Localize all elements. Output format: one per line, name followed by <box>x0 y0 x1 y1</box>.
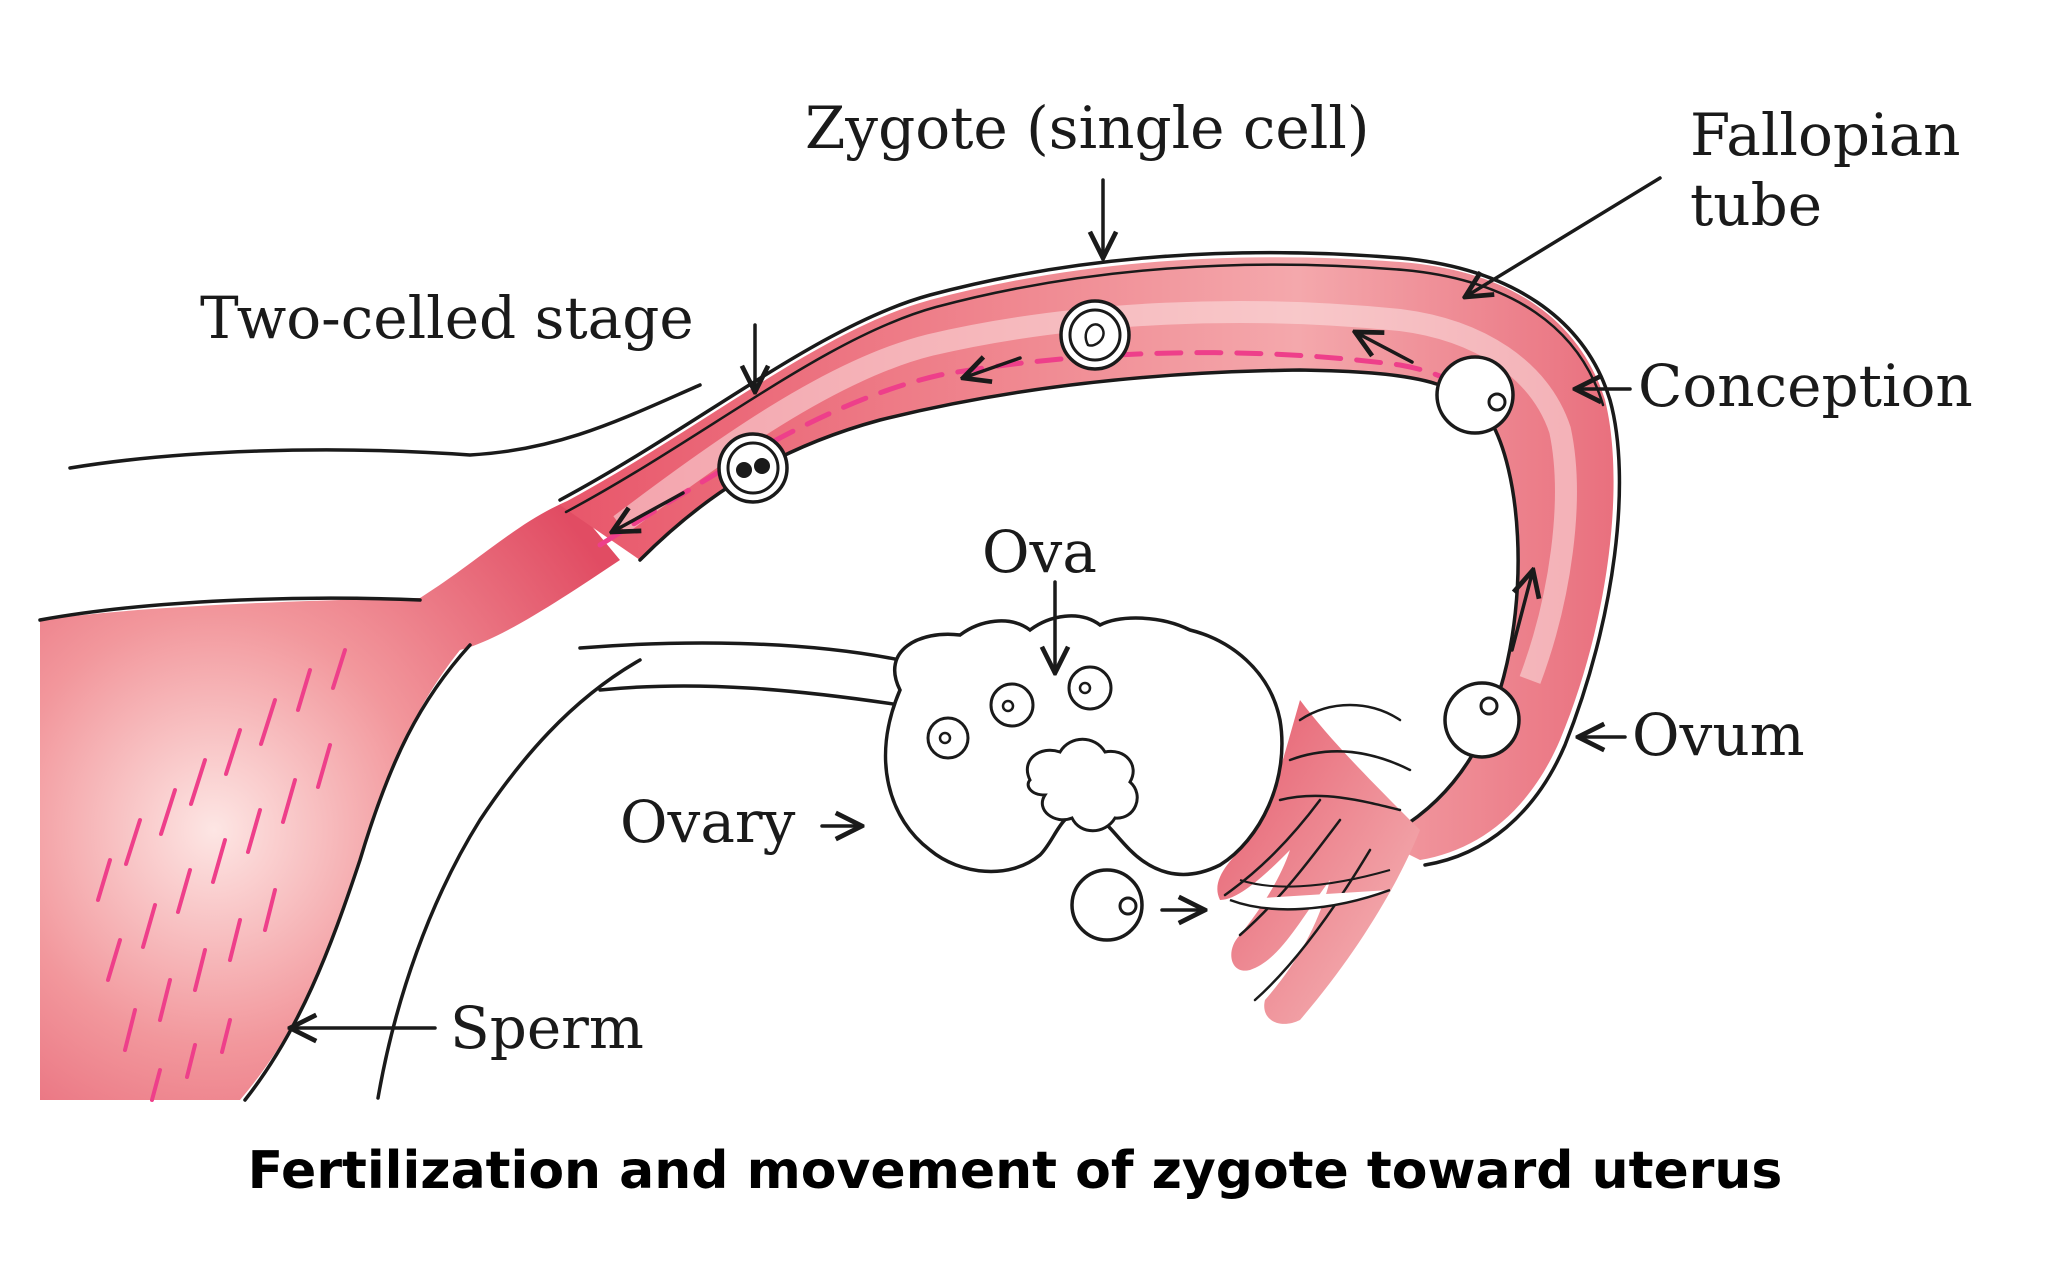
ova-label: Ova <box>982 518 1097 586</box>
zygote-cell <box>1059 299 1131 371</box>
ova-cells <box>926 665 1113 760</box>
conception-label: Conception <box>1638 352 1973 420</box>
pointer-arrows <box>290 176 1662 1028</box>
uterus-dashes <box>96 648 347 1102</box>
conception-cell <box>1435 355 1515 435</box>
released-ovum <box>1070 868 1205 942</box>
fallopian-tube-label-line1: Fallopian <box>1690 101 1961 169</box>
body-outline <box>68 383 902 1100</box>
fallopian-tube-label-line2: tube <box>1690 171 1822 239</box>
ovum-label: Ovum <box>1632 701 1805 769</box>
zygote-label: Zygote (single cell) <box>805 94 1369 162</box>
ovary-label: Ovary <box>620 788 796 856</box>
sperm-label: Sperm <box>450 994 644 1062</box>
movement-arrows <box>612 332 1533 652</box>
two-celled-stage-label: Two-celled stage <box>200 284 694 352</box>
fimbriae <box>1217 700 1420 1024</box>
ovary <box>883 614 1284 877</box>
figure-caption: Fertilization and movement of zygote tow… <box>248 1141 1783 1201</box>
ovum-cell <box>1443 681 1521 759</box>
two-celled-cell <box>717 432 789 504</box>
